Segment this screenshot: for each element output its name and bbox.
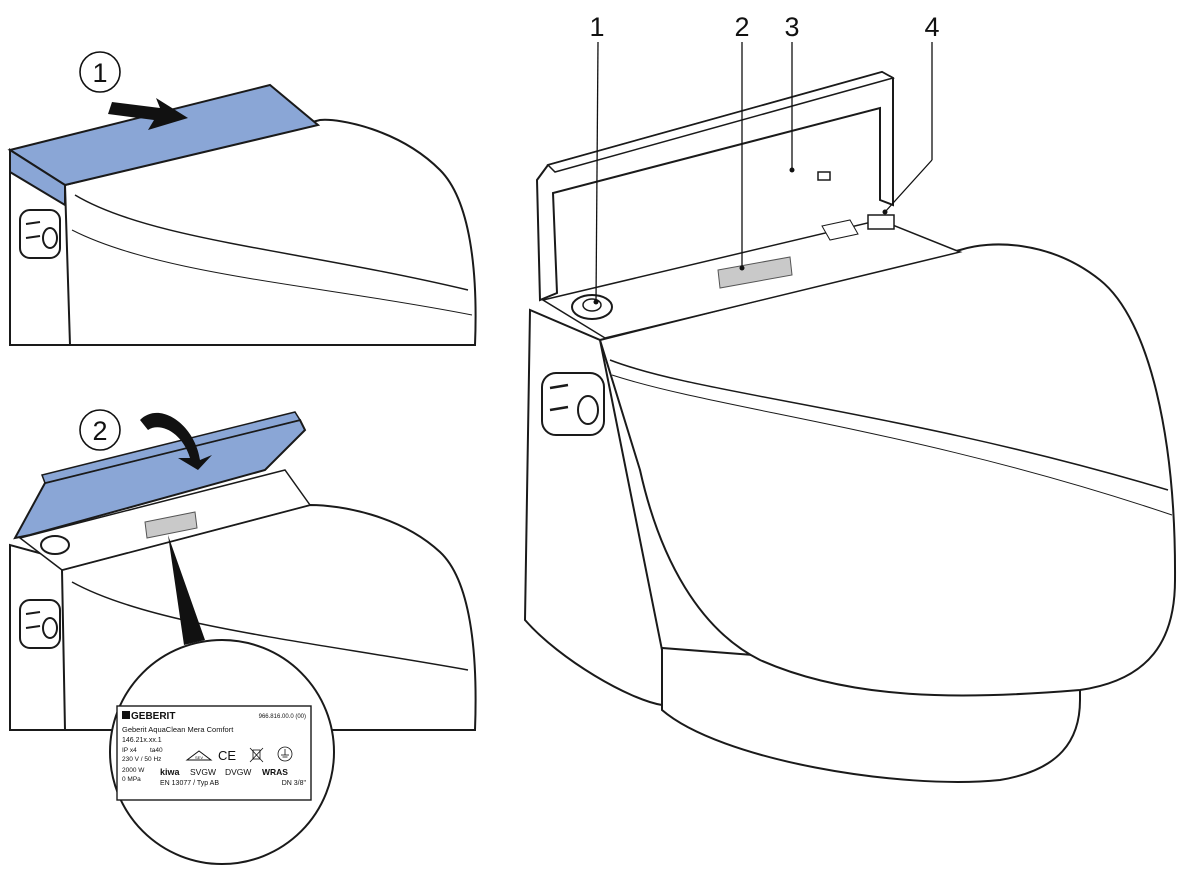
svg-text:230 V / 50 Hz: 230 V / 50 Hz [122,756,161,763]
dvgw-mark: DVGW [225,767,251,777]
kiwa-mark: kiwa [160,767,181,777]
type-plate-grey-main [717,256,793,289]
main-illustration [523,70,1177,783]
wras-mark: WRAS [262,767,288,777]
type-plate-grey [144,511,198,539]
svg-text:2000 W: 2000 W [122,767,145,774]
ce-mark: CE [218,748,236,763]
callout-4: 4 [924,12,939,42]
brand-name: GEBERIT [131,711,175,722]
svg-text:1: 1 [92,58,107,88]
dn-text: DN 3/8" [282,780,307,787]
callout-3: 3 [784,12,799,42]
type-plate-magnifier: GEBERIT 966.816.00.0 (00) Geberit AquaCl… [109,639,335,865]
callout-2: 2 [734,12,749,42]
sev-mark: SEV [195,755,203,760]
product-name: Geberit AquaClean Mera Comfort [122,725,234,734]
protective-earth-icon [277,746,293,762]
step-2-marker: 2 [79,409,121,451]
callout-1: 1 [589,12,604,42]
step-1-marker: 1 [79,51,121,93]
svg-text:ta40: ta40 [150,747,163,754]
callout-leaders [593,41,933,305]
part-number: 966.816.00.0 (00) [259,714,306,720]
svg-text:IP x4: IP x4 [122,747,137,754]
norm-text: EN 13077 / Typ AB [160,780,219,787]
type-plate [116,705,312,801]
push-arrow-icon [108,98,188,130]
weee-bin-icon [249,747,264,763]
svg-text:2: 2 [92,416,107,446]
lift-arrow-icon [140,412,212,470]
svg-text:0 MPa: 0 MPa [122,776,141,783]
step-1-illustration [7,83,477,346]
svgw-mark: SVGW [190,767,216,777]
seat-lid [63,118,477,346]
model-number: 146.21x.xx.1 [122,737,162,744]
